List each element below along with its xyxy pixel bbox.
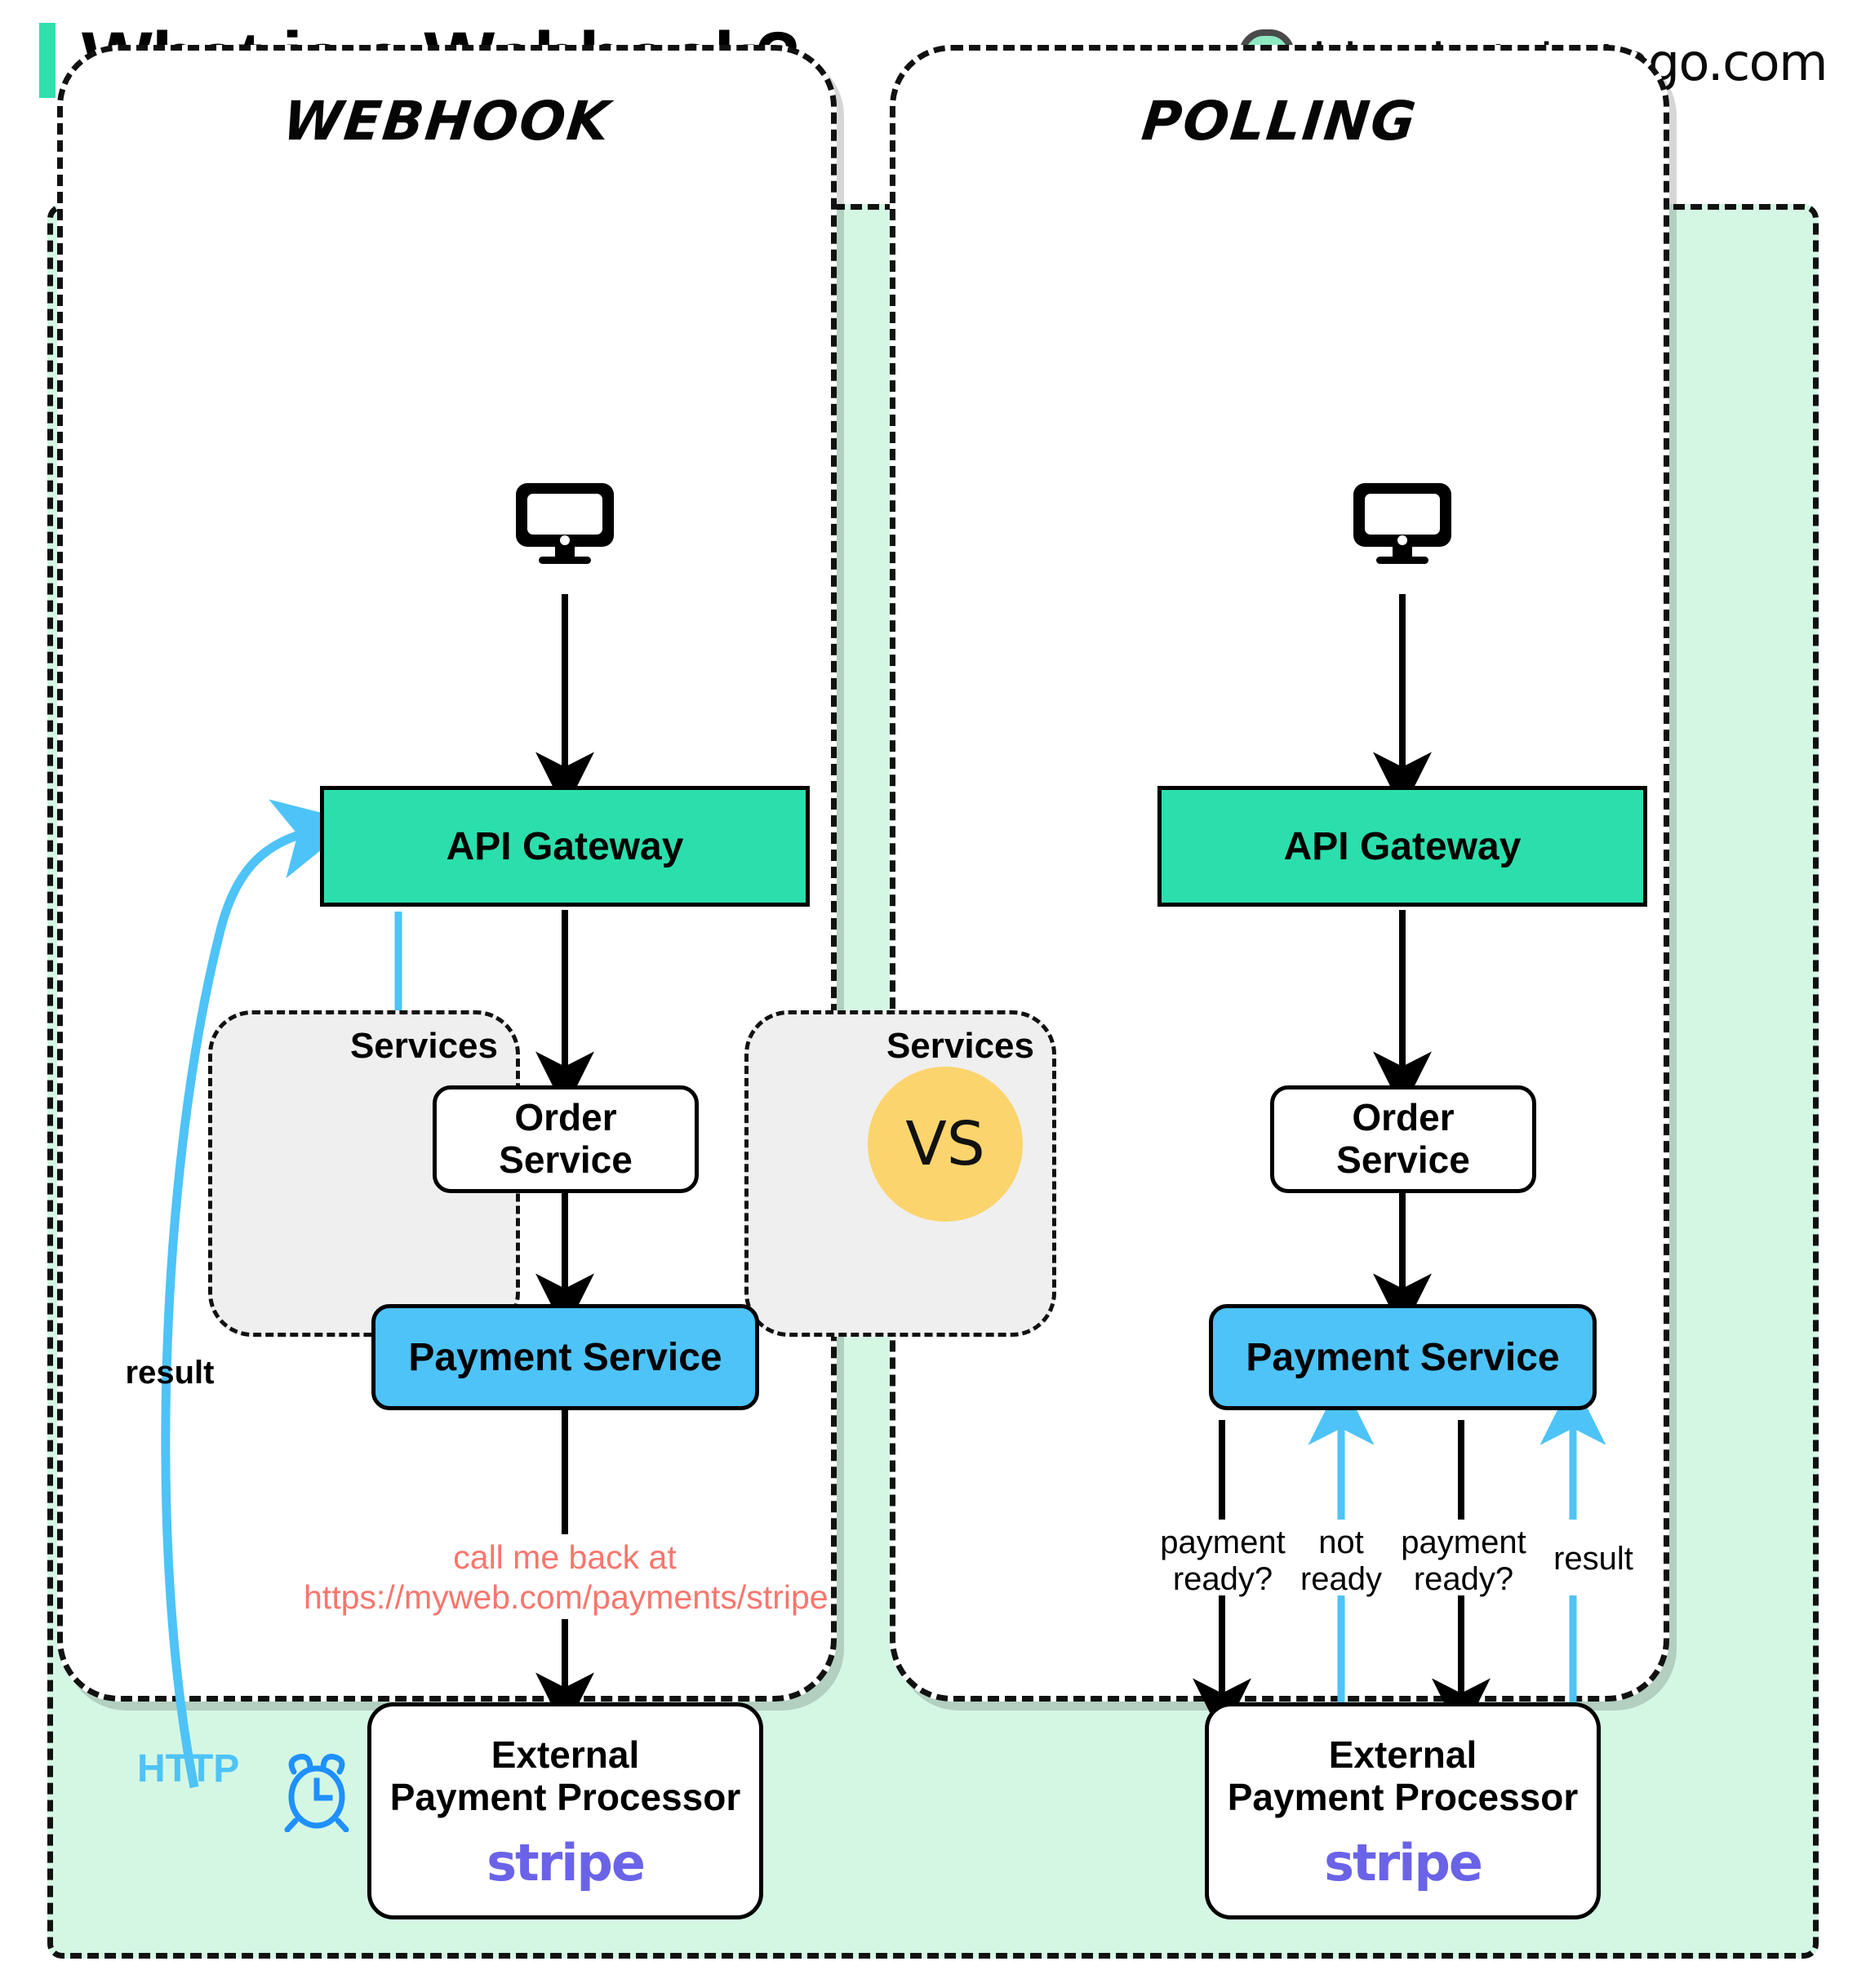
result-label-webhook: result [125,1355,215,1391]
alarm-clock-icon [284,1754,349,1832]
callback-annotation-webhook: call me back at https://myweb.com/paymen… [304,1538,829,1617]
node-payment-service-polling[interactable]: Payment Service [1209,1304,1597,1410]
poll3-line1: payment [1401,1524,1526,1560]
callback-line2: https://myweb.com/payments/stripe [304,1578,829,1617]
external-line1: External [1328,1733,1477,1776]
node-external-processor-webhook[interactable]: External Payment Processor stripe [367,1702,763,1919]
external-line2: Payment Processor [389,1775,741,1818]
poll-label-payment-ready-1: payment ready? [1141,1524,1304,1598]
order-service-line2: Service [1336,1138,1470,1181]
desktop-monitor-icon-webhook [516,483,614,564]
callback-line1: call me back at [453,1538,677,1576]
http-label-webhook: HTTP [137,1747,240,1791]
external-title-webhook: External Payment Processor [389,1733,741,1818]
poll-label-result: result [1553,1541,1633,1577]
stripe-logo-webhook: stripe [486,1833,646,1893]
external-line1: External [491,1733,640,1776]
poll2-line1: not [1318,1524,1364,1560]
desktop-monitor-icon-polling [1353,483,1451,564]
node-api-gateway-polling[interactable]: API Gateway [1157,786,1647,907]
services-label-polling: Services [886,1026,1034,1066]
services-label-webhook: Services [349,1026,498,1066]
panel-title-polling: Polling [1139,90,1420,153]
poll-label-payment-ready-2: payment ready? [1382,1524,1545,1598]
poll1-line2: ready? [1172,1560,1273,1597]
order-service-line2: Service [499,1138,633,1181]
panel-title-webhook: Webhook [280,90,614,153]
poll1-line1: payment [1160,1524,1286,1560]
external-title-polling: External Payment Processor [1227,1733,1579,1818]
node-api-gateway-webhook[interactable]: API Gateway [320,786,810,907]
node-external-processor-polling[interactable]: External Payment Processor stripe [1205,1702,1601,1919]
node-order-service-webhook[interactable]: Order Service [433,1085,699,1193]
poll2-line2: ready [1300,1560,1383,1597]
title-accent-bar [39,23,56,98]
poll3-line2: ready? [1413,1560,1514,1597]
vs-badge: VS [868,1067,1023,1222]
stripe-logo-polling: stripe [1324,1833,1483,1893]
node-payment-service-webhook[interactable]: Payment Service [371,1304,759,1410]
node-order-service-polling[interactable]: Order Service [1270,1085,1536,1193]
order-service-line1: Order [1352,1096,1455,1139]
poll-label-not-ready: not ready [1284,1524,1398,1598]
order-service-line1: Order [514,1096,617,1139]
external-line2: Payment Processor [1227,1775,1579,1818]
